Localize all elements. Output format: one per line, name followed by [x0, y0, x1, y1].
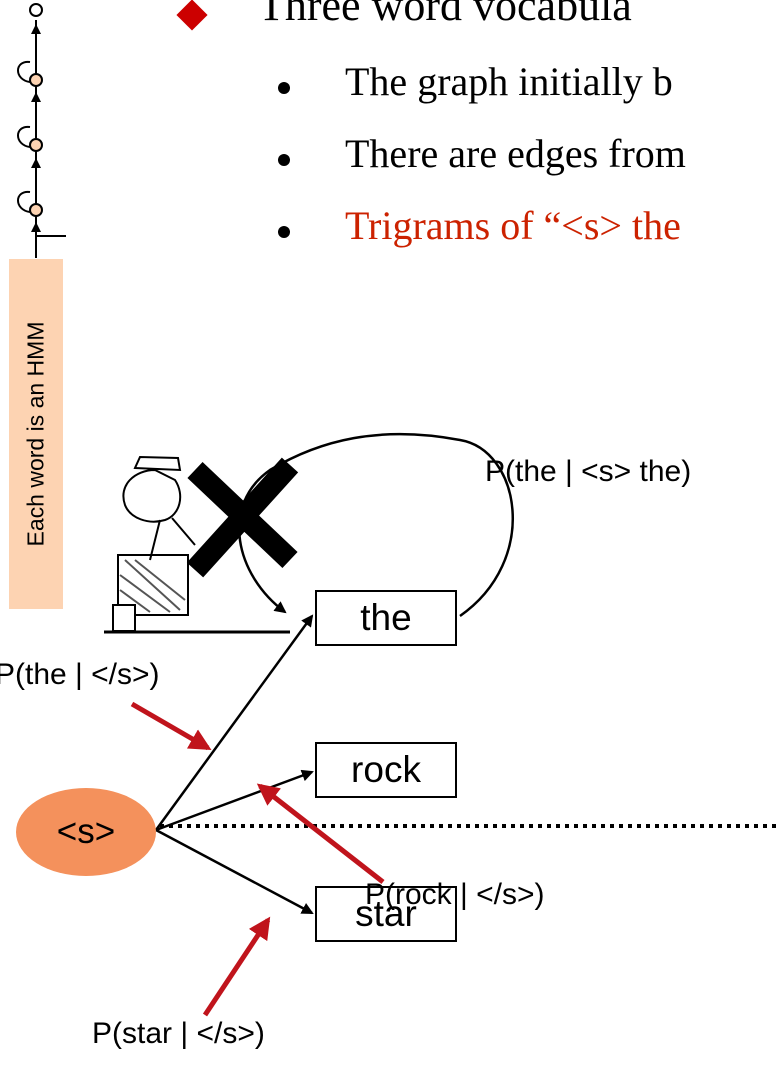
edge-s-rock	[155, 769, 314, 832]
slide-heading: Three word vocabula	[258, 0, 632, 30]
edge-s-star	[155, 828, 314, 915]
node-the: the	[315, 590, 457, 646]
hmm-chain-icon	[17, 3, 66, 258]
pointer-arrow-star	[202, 916, 271, 1017]
node-start: <s>	[16, 788, 156, 876]
node-rock: rock	[315, 742, 457, 798]
bullet-line-2: There are edges from	[345, 131, 686, 176]
node-start-label: <s>	[56, 812, 116, 851]
bullet-dot-icon	[278, 226, 290, 238]
cartoon-eraser-figure	[104, 455, 299, 634]
label-the-self: P(the | <s> the)	[485, 455, 692, 488]
label-the: P(the | </s>)	[0, 658, 160, 691]
node-star: star	[315, 886, 457, 942]
label-rock: P(rock | </s>)	[365, 878, 545, 911]
node-star-label: star	[355, 893, 417, 934]
pointer-arrow-the	[130, 701, 212, 751]
bullet-line-1: The graph initially b	[345, 59, 673, 104]
edge-s-the	[154, 614, 314, 831]
bullet-dot-icon	[278, 154, 290, 166]
pointer-arrow-rock	[256, 783, 385, 884]
bullet-dot-icon	[278, 82, 290, 94]
node-rock-label: rock	[351, 749, 421, 790]
bullet-line-3: Trigrams of “<s> the	[345, 203, 681, 248]
hmm-label-box: Each word is an HMM	[9, 259, 63, 609]
node-the-label: the	[360, 597, 412, 638]
label-star: P(star | </s>)	[92, 1017, 265, 1050]
